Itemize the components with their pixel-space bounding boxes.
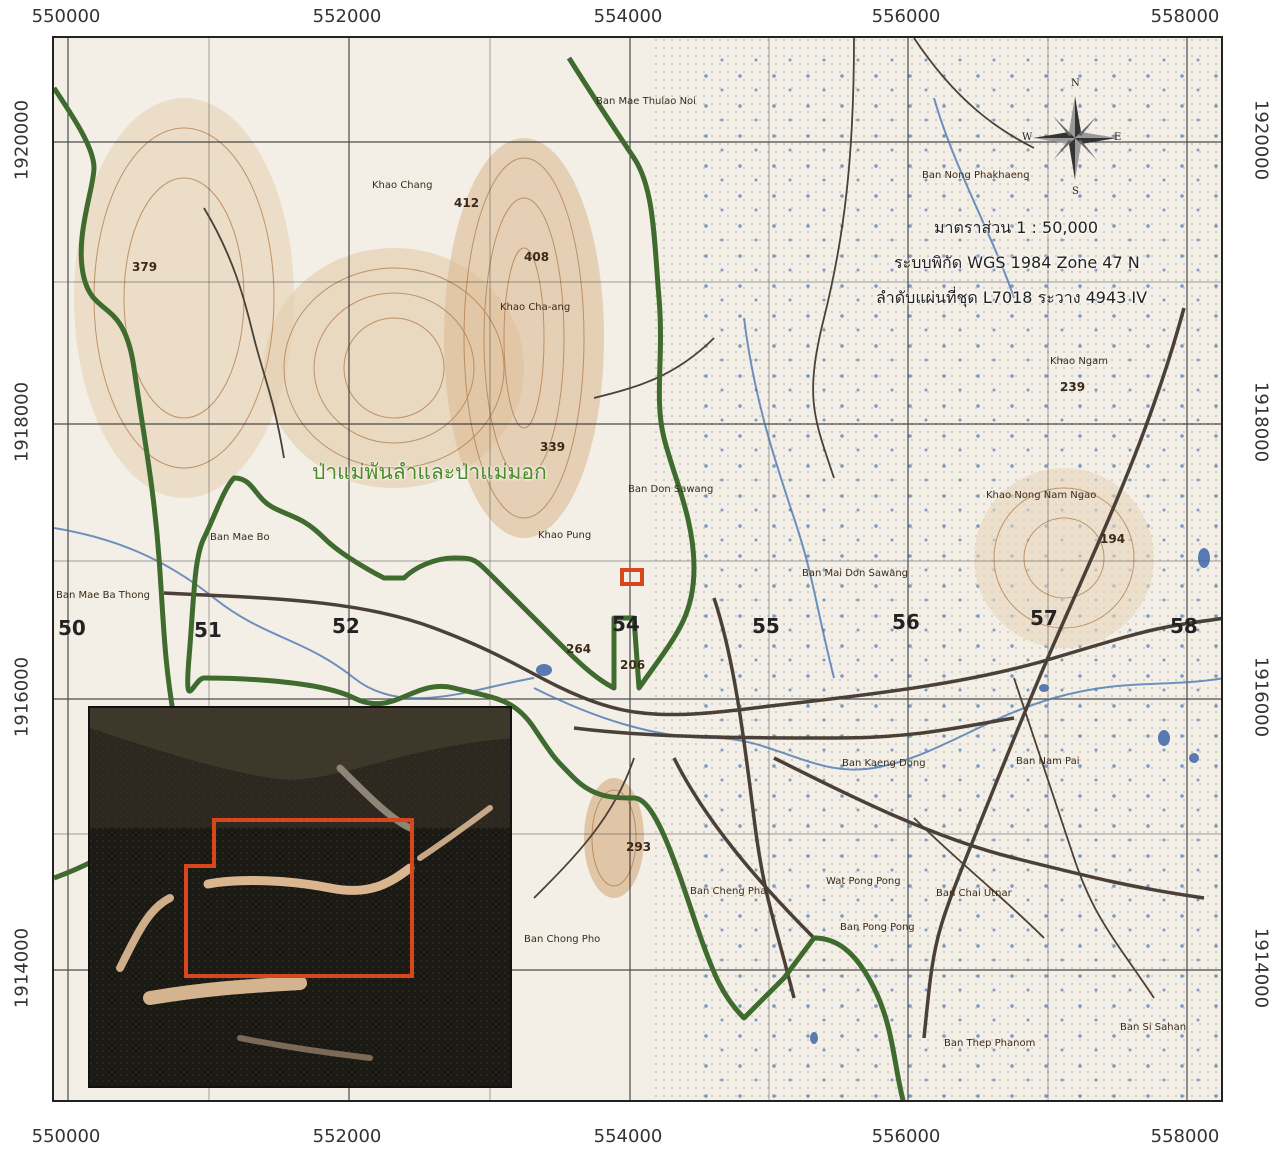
map-frame[interactable]: มาตราส่วน 1 : 50,000 ระบบพิกัด WGS 1984 … (52, 36, 1223, 1102)
map-coordinate-system: ระบบพิกัด WGS 1984 Zone 47 N (894, 253, 1140, 272)
elevation-label: 412 (454, 196, 480, 210)
grid-number: 55 (752, 614, 780, 638)
hill-shading (444, 138, 604, 538)
y-tick-left-1: 1920000 (11, 99, 33, 181)
grid-number: 57 (1030, 606, 1058, 630)
x-tick-bottom-3: 554000 (593, 1126, 663, 1147)
x-tick-bottom-2: 552000 (312, 1126, 382, 1147)
compass-north: N (1071, 78, 1080, 89)
compass-rose-icon (1033, 96, 1117, 180)
x-tick-top-2: 552000 (312, 6, 382, 27)
cleared-strip (116, 894, 174, 972)
x-tick-top-5: 558000 (1150, 6, 1220, 27)
y-tick-left-4: 1914000 (11, 927, 33, 1009)
place-label: Ban Mae Thulao Noi (596, 96, 696, 107)
x-tick-top-1: 550000 (31, 6, 101, 27)
place-label: Ban Si Sahan (1120, 1022, 1187, 1033)
x-tick-top-3: 554000 (593, 6, 663, 27)
map-scale: มาตราส่วน 1 : 50,000 (934, 218, 1098, 237)
map-canvas (54, 38, 1221, 1100)
place-label: Khao Cha-ang (500, 302, 571, 313)
place-label: Khao Nong Nam Ngao (986, 490, 1097, 501)
elevation-label: 293 (626, 840, 652, 854)
elevation-label: 194 (1100, 532, 1126, 546)
y-tick-left-2: 1918000 (11, 381, 33, 463)
x-tick-bottom-4: 556000 (871, 1126, 941, 1147)
place-label: Ban Don Sawang (628, 484, 714, 495)
minor-roads (203, 38, 1155, 999)
elevation-label: 206 (620, 658, 646, 672)
place-label: Ban Nam Pai (1016, 756, 1080, 767)
grid-number: 52 (332, 614, 360, 638)
elevation-label: 339 (540, 440, 566, 454)
satellite-image (90, 708, 510, 1086)
grid-number: 51 (194, 618, 222, 642)
forest-name-label: ป่าแม่พันลำและป่าแม่มอก (312, 460, 547, 484)
place-label: Ban Pong Pong (840, 922, 915, 933)
compass-west: W (1022, 132, 1033, 143)
north-arrow: N S E W (1022, 78, 1122, 198)
elevation-label: 379 (132, 260, 158, 274)
elevation-label: 239 (1060, 380, 1086, 394)
grid-number: 58 (1170, 614, 1198, 638)
place-label: Ban Thep Phanom (944, 1038, 1036, 1049)
elevation-label: 408 (524, 250, 550, 264)
water-bodies (536, 548, 1210, 1044)
x-tick-top-4: 556000 (871, 6, 941, 27)
contour-lines (93, 127, 1135, 887)
study-area-outline (184, 818, 414, 978)
compass-east: E (1114, 132, 1122, 143)
grid-number: 54 (612, 612, 640, 636)
satellite-inset[interactable] (88, 706, 512, 1088)
place-label: Ban Kaeng Dong (842, 758, 926, 769)
rivers (54, 97, 1221, 771)
hill-shading (974, 468, 1154, 648)
x-tick-bottom-1: 550000 (31, 1126, 101, 1147)
place-label: Ban Chai Utnar (936, 888, 1012, 899)
place-label: Ban Mae Ba Thong (56, 590, 151, 601)
place-label: Wat Pong Pong (826, 876, 901, 887)
place-label: Ban Mai Don Sawang (802, 568, 909, 579)
place-label: Khao Chang (372, 180, 433, 191)
cleared-strip (336, 764, 414, 832)
cleared-strip (203, 863, 415, 895)
study-area-marker (620, 568, 644, 586)
y-tick-right-1: 1920000 (1250, 99, 1272, 181)
place-label: Khao Pung (538, 530, 592, 541)
grid-number: 56 (892, 610, 920, 634)
map-sheet-number: ลำดับแผ่นที่ชุด L7018 ระวาง 4943 IV (876, 288, 1148, 307)
y-tick-right-2: 1918000 (1250, 381, 1272, 463)
place-label: Khao Ngam (1050, 356, 1109, 367)
place-label: Ban Cheng Pha (690, 886, 767, 897)
y-tick-right-3: 1916000 (1250, 656, 1272, 738)
grid-number: 50 (58, 616, 86, 640)
compass-south: S (1072, 186, 1079, 197)
place-label: Ban Mae Bo (210, 532, 270, 543)
cleared-strip (417, 805, 493, 861)
hill-shading (74, 98, 294, 498)
x-tick-bottom-5: 558000 (1150, 1126, 1220, 1147)
hill-shading (584, 778, 644, 898)
roads (163, 307, 1221, 1039)
y-tick-left-3: 1916000 (11, 656, 33, 738)
cleared-strip (143, 976, 307, 1005)
elevation-label: 264 (566, 642, 592, 656)
cleared-strip (237, 1035, 373, 1061)
y-tick-right-4: 1914000 (1250, 927, 1272, 1009)
place-label: Ban Nong Phakhaeng (922, 170, 1030, 181)
place-label: Ban Chong Pho (524, 934, 601, 945)
